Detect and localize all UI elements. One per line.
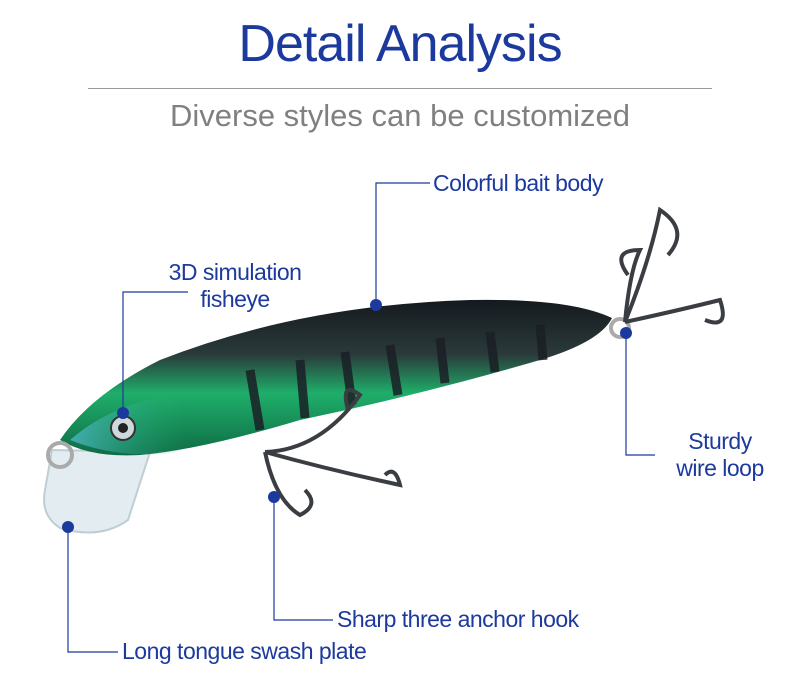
- callout-dot-loop: [620, 327, 632, 339]
- callout-plate-label: Long tongue swash plate: [122, 638, 367, 664]
- callout-loop-label: Sturdy wire loop: [655, 428, 785, 482]
- callout-loop-line1: Sturdy: [688, 428, 752, 454]
- callout-dot-eye: [117, 407, 129, 419]
- belly-hook: [263, 451, 314, 518]
- callout-dot-plate: [62, 521, 74, 533]
- swash-plate: [43, 448, 152, 534]
- callout-dot-body: [370, 299, 382, 311]
- page-title: Detail Analysis: [238, 15, 562, 73]
- page-subtitle: Diverse styles can be customized: [169, 98, 631, 133]
- callout-hook-label: Sharp three anchor hook: [337, 606, 579, 632]
- callout-dot-hook: [268, 491, 280, 503]
- callout-body-label: Colorful bait body: [433, 170, 604, 196]
- tail-hook: [623, 206, 680, 323]
- callout-eye-line2: fisheye: [200, 286, 270, 312]
- divider: [88, 88, 712, 89]
- lure-body: [60, 299, 612, 456]
- callout-loop-line2: wire loop: [676, 455, 764, 481]
- callout-eye-label: 3D simulation fisheye: [140, 259, 330, 313]
- callout-eye-line1: 3D simulation: [168, 259, 302, 285]
